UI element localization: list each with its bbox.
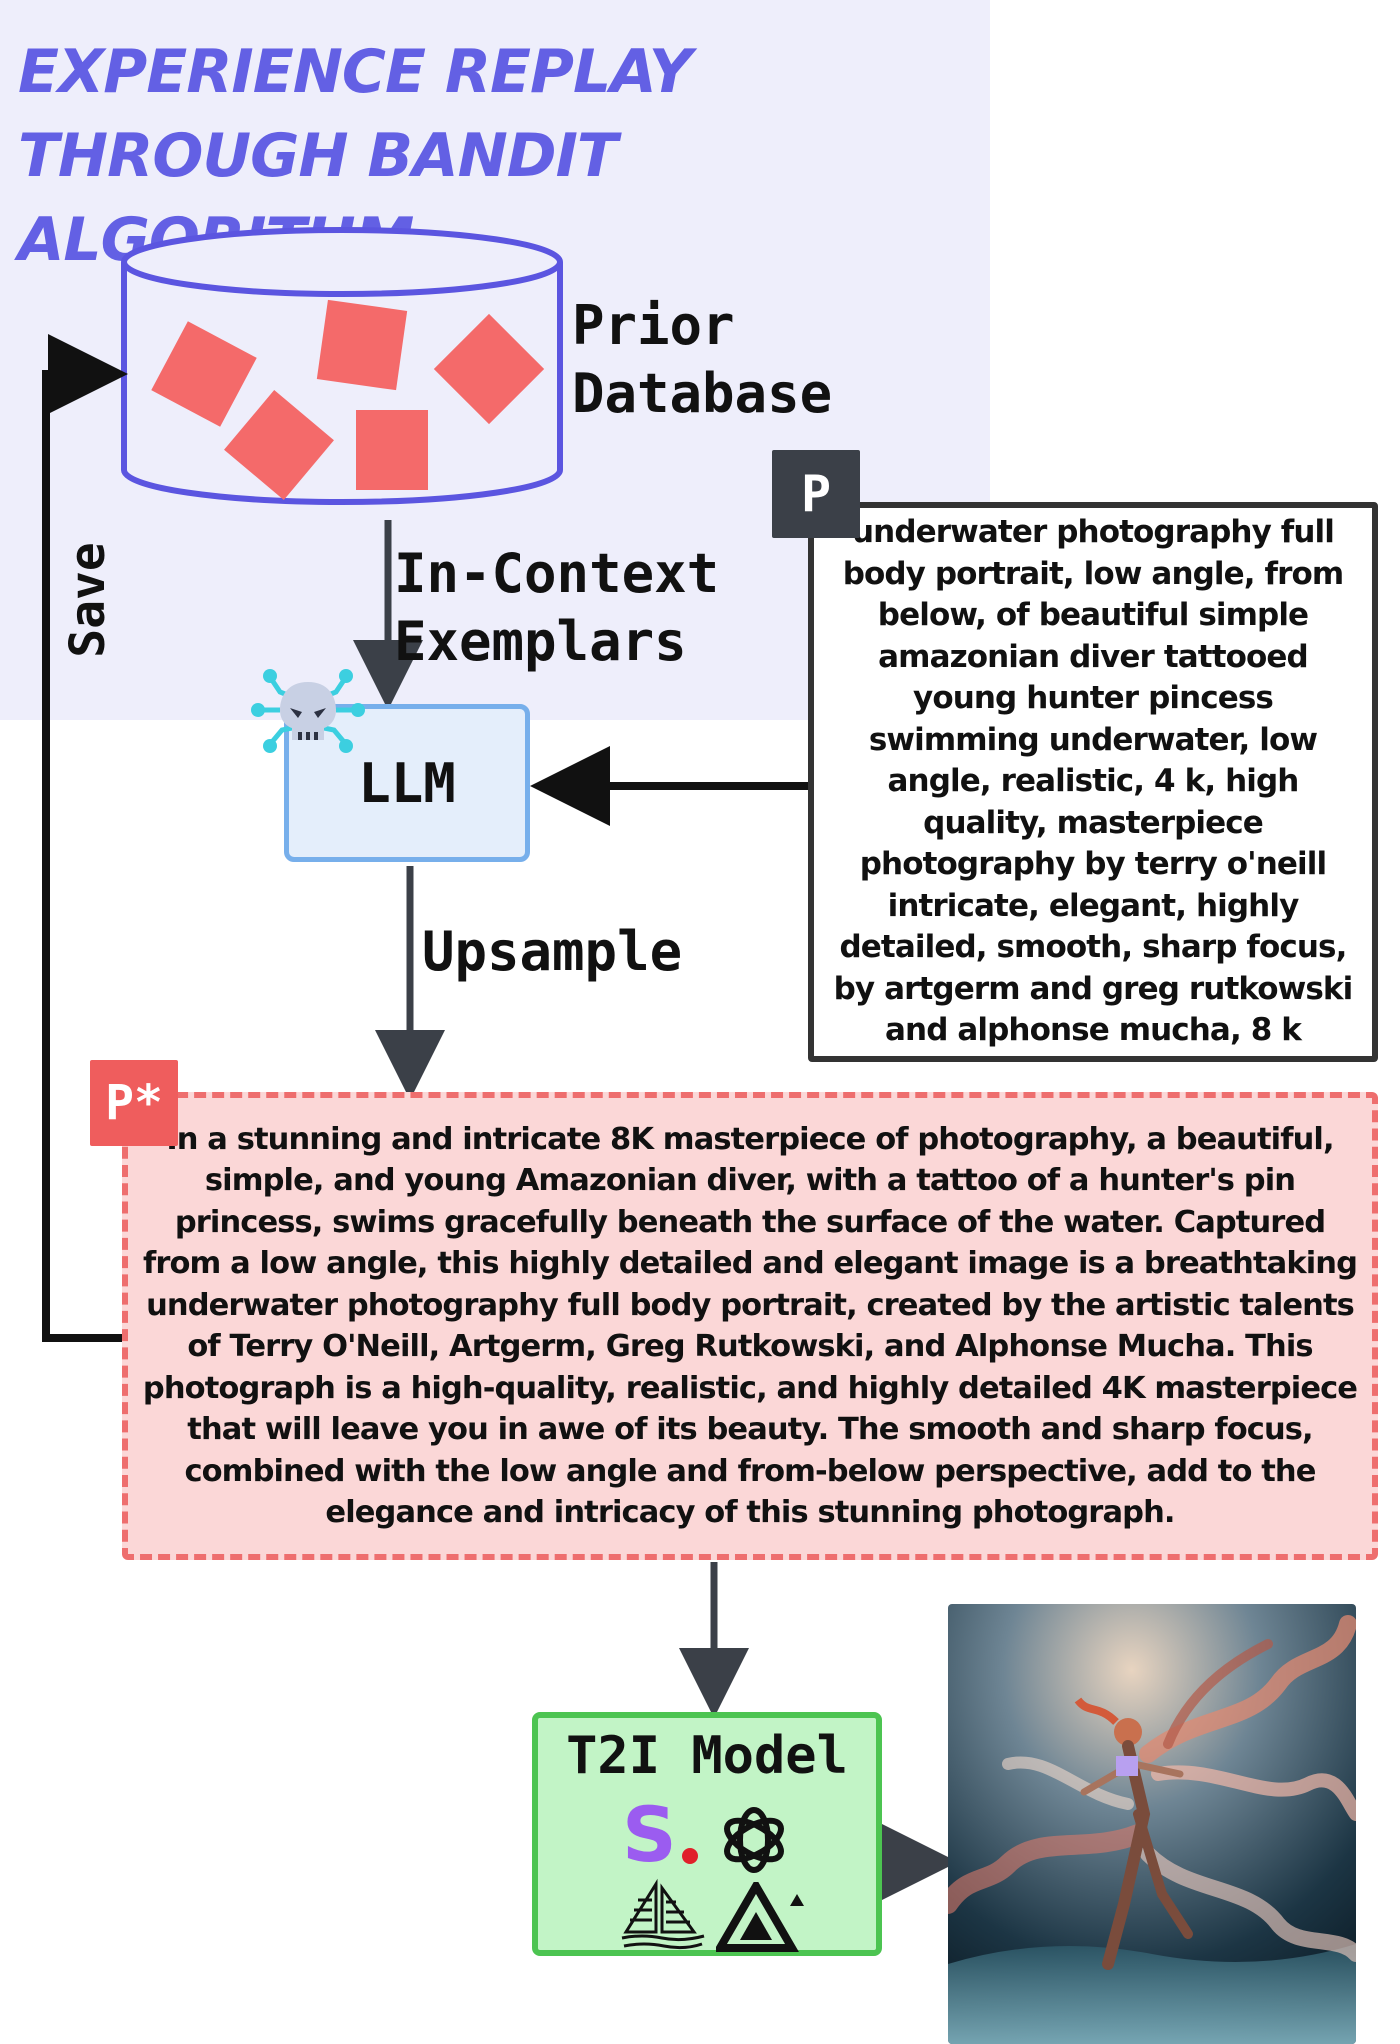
- database-item: [151, 321, 257, 427]
- original-prompt-box: underwater photography full body portrai…: [808, 502, 1378, 1062]
- in-context-exemplars-label: In-Context Exemplars: [394, 542, 720, 673]
- skull-hacker-icon: [251, 669, 365, 753]
- upsampled-prompt-text: In a stunning and intricate 8K masterpie…: [142, 1121, 1358, 1531]
- diagram-title: Experience Replay Through Bandit Algorit…: [18, 37, 692, 275]
- upsample-label: Upsample: [422, 920, 683, 983]
- stability-ai-logo: S: [622, 1790, 702, 1879]
- upsampled-prompt-box: In a stunning and intricate 8K masterpie…: [122, 1092, 1378, 1560]
- generated-image: [948, 1604, 1356, 2044]
- database-item: [224, 390, 334, 500]
- llm-label: LLM: [358, 751, 456, 815]
- openai-logo: [724, 1807, 784, 1873]
- upsampled-prompt-badge: P*: [90, 1060, 178, 1146]
- t2i-model-label: T2I Model: [566, 1726, 848, 1786]
- prompt-badge: P: [772, 450, 860, 538]
- save-label: Save: [60, 542, 116, 658]
- original-prompt-text: underwater photography full body portrai…: [833, 514, 1354, 1049]
- save-loop-arrow: [42, 334, 128, 1342]
- generated-image-art: [948, 1604, 1356, 2044]
- stability-logo-letter: S: [622, 1790, 677, 1879]
- ideogram-logo: [716, 1882, 804, 1952]
- prior-database-cylinder: [121, 227, 563, 505]
- database-item: [356, 410, 428, 490]
- prior-database-label: Prior Database: [572, 294, 833, 425]
- t2i-model-node: T2I Model S: [532, 1712, 882, 1956]
- database-item: [316, 299, 408, 391]
- midjourney-logo: [621, 1878, 705, 1950]
